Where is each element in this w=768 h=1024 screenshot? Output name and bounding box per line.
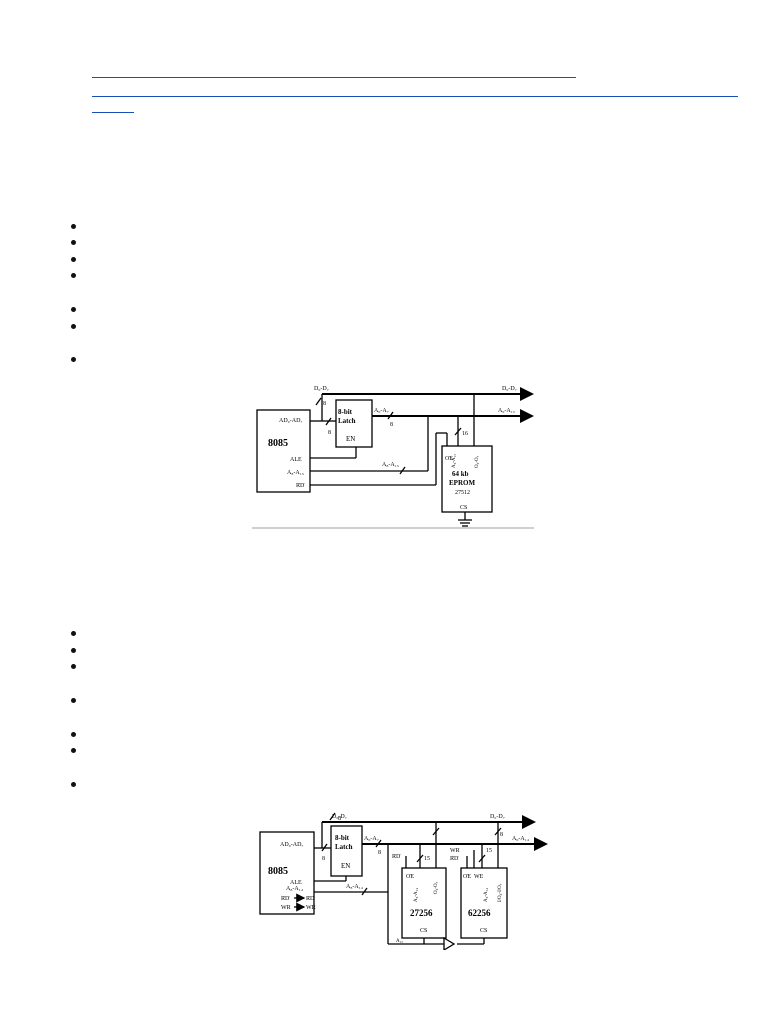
bus-width-label: 15 [486,848,492,854]
address-bus-right-label: A₀-A₁₅ [498,408,515,414]
bus-width-label: 15 [424,856,430,862]
ram-rd-input: RD [450,856,459,862]
rom-rd-input: RD [392,854,401,860]
bus-width-label: 8 [322,856,325,862]
bus-width-label: 8 [328,430,331,436]
wr-out-label: WR [306,905,316,911]
cpu-8085-block [259,831,315,915]
list-item [71,357,76,362]
data-bus-right-label: D₀-D₇ [502,386,517,392]
eprom-oe-pin: OE [445,456,453,462]
reference-link-1[interactable] [92,77,576,78]
cpu-port-label: AD₀-AD₇ [280,842,304,848]
list-item [71,240,76,245]
list-item [71,782,76,787]
latch-subtitle: Latch [335,843,353,851]
cpu-8085-block [256,409,311,493]
latch-enable-label: EN [346,435,355,443]
ram-part-label: 62256 [468,908,491,918]
ram-address-pins: A₀-A₁₄ [484,888,489,902]
rd-label: RD [296,483,305,489]
bus-width-label: 8 [323,401,326,407]
bus-width-label: 8 [500,832,503,838]
list-item [71,273,76,278]
ram-data-pins: I/O₀-I/O₇ [498,883,503,902]
rom-cs-pin: CS [420,928,427,934]
reference-link-3[interactable] [92,112,134,113]
bus-width-label: 16 [462,431,468,437]
high-address-pin-label: A₈-A₁₄ [286,886,303,892]
list-item [71,648,76,653]
ram-oe-pin: OE [463,874,471,880]
rom-oe-pin: OE [406,874,414,880]
address-high-label: A₈-A₁₄ [346,884,363,890]
eprom-data-pins: O₀-O₇ [475,455,480,468]
eprom-block [441,445,493,513]
list-item [71,698,76,703]
eprom-interface-diagram: 8-bit Latch EN 8085 AD₀-AD₇ ALE A₈-A₁₅ R… [252,378,534,530]
cpu-port-label: AD₀-AD₇ [279,418,303,424]
data-bus-right-label: D₀-D₇ [490,814,505,820]
reference-link-2[interactable] [92,96,738,97]
cpu-label: 8085 [268,438,288,449]
list-item [71,224,76,229]
list-item [71,748,76,753]
eprom-title: 64 kb [452,470,469,478]
latch-title: 8-bit [338,408,353,416]
list-item [71,732,76,737]
ram-cs-pin: CS [480,928,487,934]
data-bus-label: D₀-D₇ [314,386,329,392]
wr-label: WR [281,905,291,911]
rom-ram-interface-diagram: 8-bit Latch EN 8085 AD₀-AD₇ ALE A₈-A₁₄ R… [234,806,552,950]
data-bus-label: D₀-D₇ [332,814,347,820]
list-item [71,324,76,329]
address-low-label: A₀-A₇ [374,408,389,414]
latch-subtitle: Latch [338,417,356,425]
latch-block [335,399,373,448]
rom-address-pins: A₀-A₁₄ [414,888,419,902]
rd-label: RD [281,896,290,902]
cpu-label: 8085 [268,866,288,877]
ram-wr-input: WR [450,848,460,854]
eprom-address-pins: A₀-A₁₅ [452,454,457,468]
bus-width-label: 8 [390,422,393,428]
rd-out-label: RD [306,896,315,902]
list-item [71,631,76,636]
eprom-part: 27512 [455,490,470,496]
list-item [71,307,76,312]
latch-enable-label: EN [341,862,350,870]
eprom-cs-pin: CS [460,505,467,511]
eprom-name: EPROM [449,479,475,487]
address-high-label: A₈-A₁₅ [382,462,399,468]
latch-title: 8-bit [335,834,350,842]
list-item [71,664,76,669]
figure-divider [252,527,534,529]
ram-we-pin: WE [474,874,484,880]
rom-data-pins: O₀-O₇ [434,881,439,894]
a15-label: A₁₅ [396,939,403,944]
ale-label: ALE [290,880,302,886]
high-address-pin-label: A₈-A₁₅ [287,470,304,476]
address-low-label: A₀-A₇ [364,836,379,842]
address-bus-right-label: A₀-A₁₄ [512,836,529,842]
bus-width-label: 8 [338,816,341,822]
bus-width-label: 8 [378,850,381,856]
list-item [71,257,76,262]
rom-part-label: 27256 [410,908,433,918]
ale-label: ALE [290,457,302,463]
